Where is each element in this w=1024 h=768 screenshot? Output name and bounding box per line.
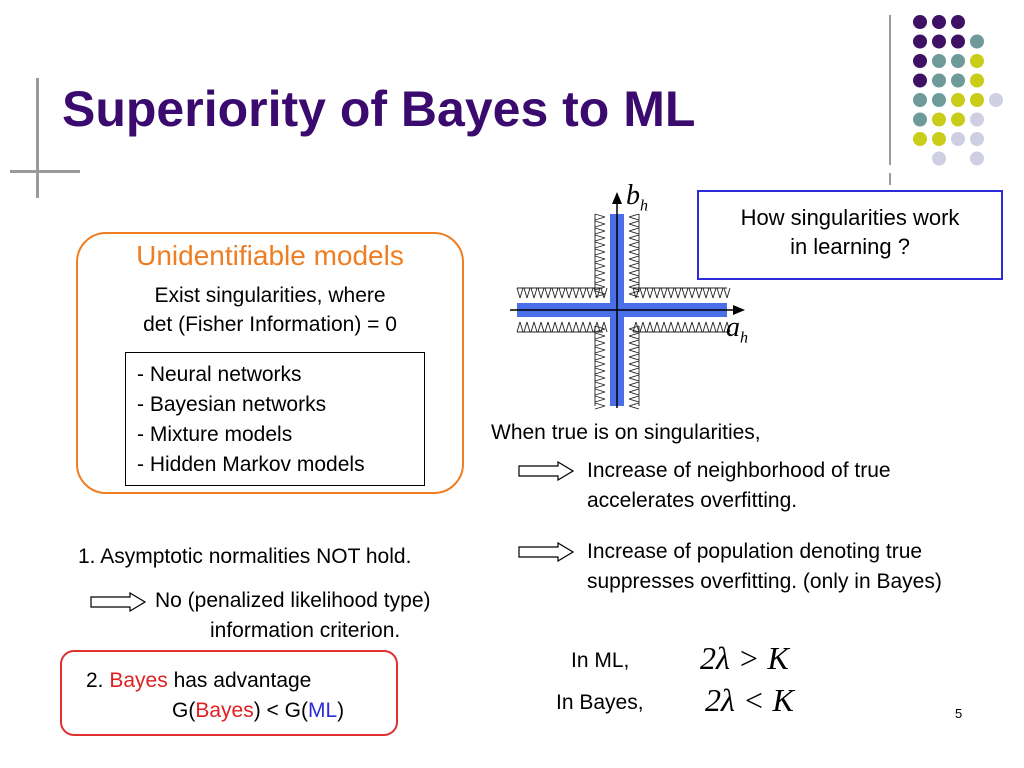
question-line-1: How singularities work bbox=[740, 205, 960, 230]
in-bayes-label: In Bayes, bbox=[556, 691, 644, 714]
no-criterion-line1: No (penalized likelihood type) bbox=[155, 589, 431, 612]
corner-lines bbox=[889, 15, 891, 185]
bayes-highlight: Bayes bbox=[195, 699, 254, 722]
ml-formula: 2λ > K bbox=[700, 640, 789, 676]
decoration-dot bbox=[951, 132, 965, 146]
decoration-dot bbox=[970, 132, 984, 146]
model-list: - Neural networks - Bayesian networks - … bbox=[125, 352, 425, 486]
bayes-advantage-box bbox=[60, 650, 398, 736]
decoration-dot bbox=[913, 73, 927, 88]
no-criterion-line2: information criterion. bbox=[210, 619, 401, 642]
title-decoration bbox=[10, 78, 80, 198]
a-axis-arrow-icon bbox=[733, 305, 745, 315]
decoration-dot bbox=[970, 54, 984, 68]
generalization-compare-line: G(Bayes) < G(ML) bbox=[172, 699, 345, 722]
unidentifiable-heading: Unidentifiable models bbox=[136, 240, 404, 271]
implies-arrow-icon bbox=[90, 592, 146, 612]
decoration-dot bbox=[951, 15, 965, 29]
in-ml-label: In ML, bbox=[571, 649, 630, 672]
decoration-dot bbox=[989, 93, 1003, 107]
a-axis-label: ah bbox=[726, 312, 748, 347]
point1-line1: Increase of neighborhood of true bbox=[587, 459, 891, 482]
decoration-dot bbox=[951, 54, 965, 68]
bayes-highlight: Bayes bbox=[109, 669, 168, 692]
list-item: - Hidden Markov models bbox=[137, 453, 365, 476]
question-line-2: in learning ? bbox=[790, 233, 910, 259]
point1-line2: accelerates overfitting. bbox=[587, 489, 798, 512]
implies-arrow-icon bbox=[518, 461, 574, 481]
decoration-dot bbox=[970, 93, 984, 107]
decoration-dot bbox=[970, 151, 984, 166]
singularity-diagram bbox=[510, 192, 745, 410]
decoration-dot bbox=[913, 54, 927, 68]
decoration-dot bbox=[932, 34, 946, 49]
decoration-dot bbox=[932, 93, 946, 107]
page-number: 5 bbox=[955, 706, 963, 721]
decoration-dot bbox=[913, 34, 927, 49]
when-true-text: When true is on singularities, bbox=[491, 421, 761, 444]
decoration-dot bbox=[932, 15, 946, 29]
decoration-dot bbox=[913, 15, 927, 29]
list-item: - Mixture models bbox=[137, 423, 293, 446]
dot-grid-decoration bbox=[913, 15, 1003, 166]
decoration-dot bbox=[970, 34, 984, 49]
decoration-dot bbox=[932, 151, 946, 166]
decoration-dot bbox=[913, 93, 927, 107]
decoration-dot bbox=[970, 73, 984, 88]
bayes-formula: 2λ < K bbox=[705, 682, 794, 718]
decoration-dot bbox=[913, 112, 927, 127]
b-axis-label: bh bbox=[626, 180, 648, 215]
bayes-advantage-line: 2. Bayes has advantage bbox=[86, 669, 312, 692]
unidentifiable-models-box bbox=[76, 232, 464, 494]
decoration-dot bbox=[951, 112, 965, 127]
ml-highlight: ML bbox=[307, 699, 338, 722]
list-item: - Bayesian networks bbox=[137, 393, 327, 416]
singularities-line: Exist singularities, where bbox=[154, 284, 386, 307]
decoration-dot bbox=[932, 132, 946, 146]
list-item: - Neural networks bbox=[137, 363, 302, 386]
b-axis-arrow-icon bbox=[612, 192, 622, 204]
decoration-dot bbox=[951, 34, 965, 49]
asymptotic-text: 1. Asymptotic normalities NOT hold. bbox=[78, 545, 412, 568]
slide-title: Superiority of Bayes to ML bbox=[62, 81, 696, 137]
decoration-dot bbox=[932, 73, 946, 88]
fisher-line: det (Fisher Information) = 0 bbox=[143, 313, 397, 336]
decoration-dot bbox=[913, 132, 927, 146]
decoration-dot bbox=[932, 54, 946, 68]
implies-arrow-icon bbox=[518, 542, 574, 562]
decoration-dot bbox=[970, 112, 984, 127]
decoration-dot bbox=[932, 112, 946, 127]
question-box: How singularities work in learning ? bbox=[697, 190, 1003, 280]
decoration-dot bbox=[951, 73, 965, 88]
decoration-dot bbox=[951, 93, 965, 107]
point2-line1: Increase of population denoting true bbox=[587, 540, 923, 563]
point2-line2: suppresses overfitting. (only in Bayes) bbox=[587, 570, 942, 593]
